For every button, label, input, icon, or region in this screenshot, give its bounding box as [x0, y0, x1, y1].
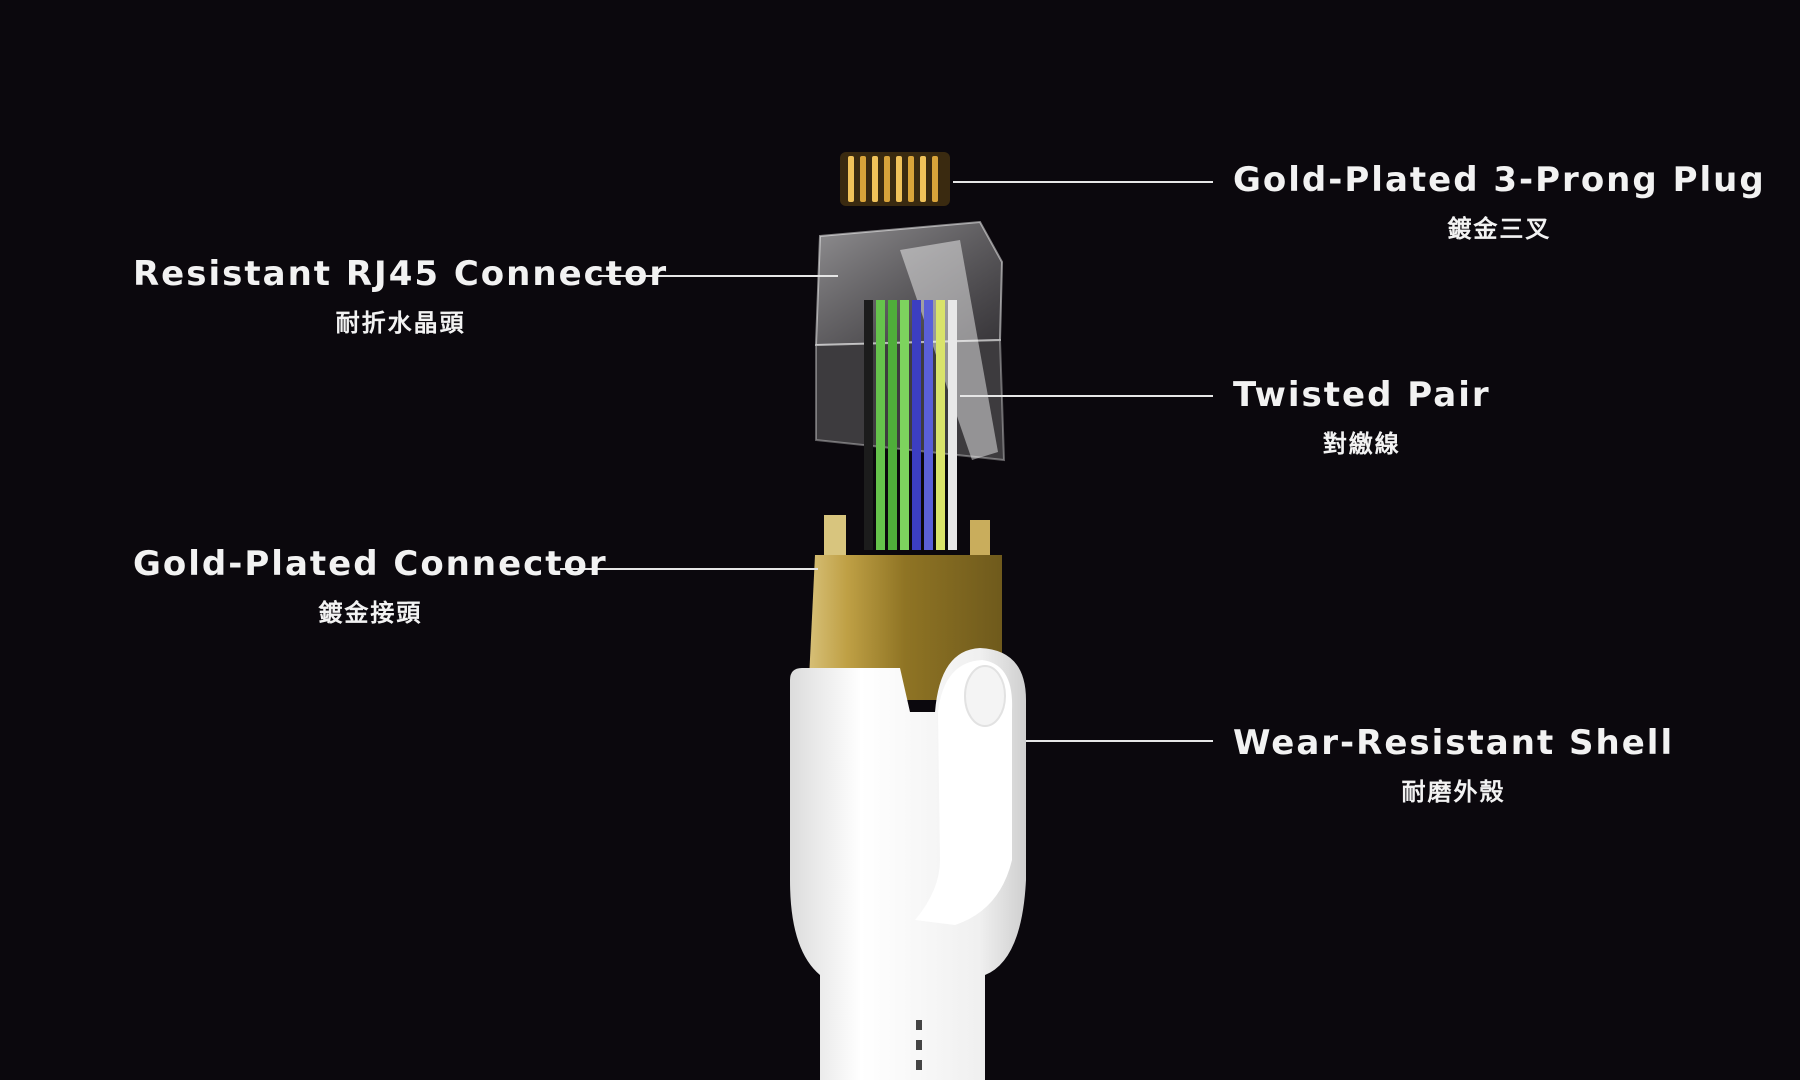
leader-twisted-pair — [960, 395, 1213, 397]
shell-vent — [916, 1060, 922, 1070]
shell-vent — [916, 1020, 922, 1030]
prong-plug-part — [840, 152, 950, 206]
twisted-pair-wires — [864, 300, 957, 550]
label-prong-plug-zh: 鍍金三叉 — [1447, 215, 1552, 243]
label-rj45: Resistant RJ45 Connector 耐折水晶頭 — [133, 257, 668, 335]
wire — [948, 300, 957, 550]
wire — [876, 300, 885, 550]
leader-shell — [1026, 740, 1213, 742]
prong-tooth — [860, 156, 866, 202]
shell-vent — [916, 1040, 922, 1050]
prong-tooth — [932, 156, 938, 202]
label-shell-zh: 耐磨外殼 — [1401, 778, 1506, 806]
label-twisted-pair-zh: 對繳線 — [1322, 430, 1401, 458]
wire — [888, 300, 897, 550]
label-prong-plug-en: Gold-Plated 3-Prong Plug — [1233, 160, 1766, 200]
label-shell: Wear-Resistant Shell 耐磨外殼 — [1233, 726, 1674, 804]
shell-hook-tip — [964, 665, 1006, 727]
label-twisted-pair: Twisted Pair 對繳線 — [1233, 378, 1491, 456]
rj45-head-part — [814, 220, 1006, 550]
label-gold-connector-zh: 鍍金接頭 — [318, 599, 423, 627]
label-rj45-en: Resistant RJ45 Connector — [133, 254, 669, 294]
gold-tab-right — [970, 520, 990, 555]
prong-tooth — [848, 156, 854, 202]
leader-gold-connector — [560, 568, 818, 570]
label-twisted-pair-en: Twisted Pair — [1233, 375, 1491, 415]
wire — [900, 300, 909, 550]
wire — [912, 300, 921, 550]
wire — [936, 300, 945, 550]
shell-part — [790, 648, 1026, 1080]
wire — [924, 300, 933, 550]
wire — [864, 300, 873, 550]
label-shell-en: Wear-Resistant Shell — [1233, 723, 1675, 763]
gold-tab-left — [824, 515, 846, 555]
prong-tooth — [920, 156, 926, 202]
label-gold-connector: Gold-Plated Connector 鍍金接頭 — [133, 547, 608, 625]
shell-vents — [916, 1020, 922, 1070]
prong-tooth — [884, 156, 890, 202]
leader-rj45 — [598, 275, 838, 277]
label-gold-connector-en: Gold-Plated Connector — [133, 544, 608, 584]
prong-tooth — [896, 156, 902, 202]
leader-prong-plug — [953, 181, 1213, 183]
prong-tooth — [872, 156, 878, 202]
label-rj45-zh: 耐折水晶頭 — [335, 309, 466, 337]
label-prong-plug: Gold-Plated 3-Prong Plug 鍍金三叉 — [1233, 163, 1766, 241]
prong-tooth — [908, 156, 914, 202]
prong-teeth — [848, 156, 938, 202]
